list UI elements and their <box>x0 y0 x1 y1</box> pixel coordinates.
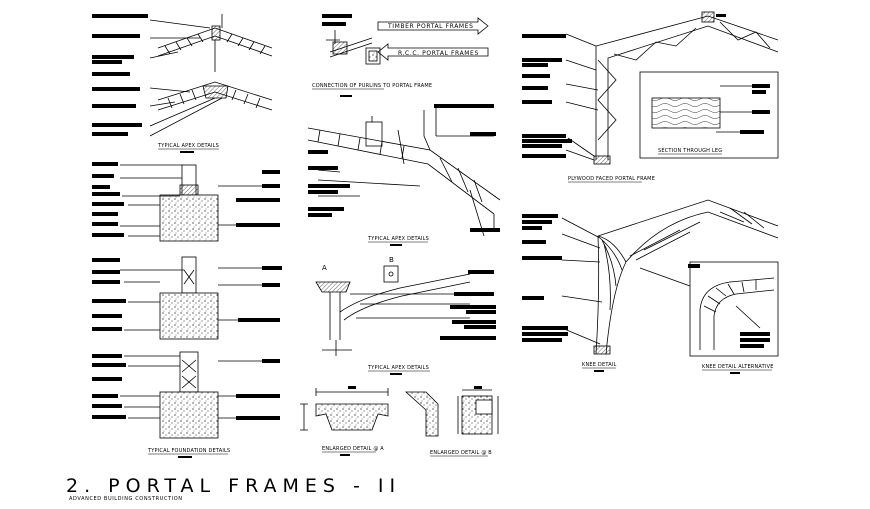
legend-arrows <box>377 17 489 61</box>
plywood-portal-frame-labels <box>522 14 770 158</box>
sheet-title: 2. PORTAL FRAMES - II <box>66 475 402 497</box>
caption-section-leg: SECTION THROUGH LEG <box>658 148 722 154</box>
caption-typical-apex-1: TYPICAL APEX DETAILS <box>157 143 219 149</box>
marker-a: A <box>322 264 327 272</box>
marker-b: B <box>389 256 394 264</box>
caption-plywood-frame: PLYWOOD FACED PORTAL FRAME <box>568 176 655 182</box>
apex-detail-1 <box>149 14 273 137</box>
sheet-subtitle: ADVANCED BUILDING CONSTRUCTION <box>69 496 183 502</box>
legend-timber-portal-frames: TIMBER PORTAL FRAMES <box>387 23 473 30</box>
apex-detail-2-labels <box>308 104 500 232</box>
apex-detail-3 <box>315 265 471 356</box>
caption-enlarged-a: ENLARGED DETAIL @ A <box>322 446 384 452</box>
plywood-portal-frame <box>565 11 779 165</box>
caption-connection-purlins: CONNECTION OF PURLINS TO PORTAL FRAME <box>312 83 432 89</box>
apex-detail-1-labels <box>92 14 148 136</box>
knee-detail <box>561 199 779 357</box>
caption-typical-apex-2: TYPICAL APEX DETAILS <box>367 236 429 242</box>
foundation-detail <box>120 164 262 439</box>
caption-enlarged-b: ENLARGED DETAIL @ B <box>430 450 492 456</box>
apex-detail-2 <box>307 108 501 237</box>
caption-typical-foundation: TYPICAL FOUNDATION DETAILS <box>147 448 230 454</box>
legend-rcc-portal-frames: R.C.C. PORTAL FRAMES <box>398 50 479 57</box>
caption-typical-apex-3: TYPICAL APEX DETAILS <box>367 365 429 371</box>
enlarged-detail-a <box>300 388 389 431</box>
caption-knee-alternative: KNEE DETAIL ALTERNATIVE <box>702 364 774 370</box>
purlin-connection-detail <box>326 30 381 65</box>
enlarged-detail-b <box>404 389 499 437</box>
foundation-detail-labels <box>92 162 282 420</box>
caption-knee-detail: KNEE DETAIL <box>582 362 616 368</box>
knee-detail-labels <box>522 214 770 348</box>
apex-detail-3-labels <box>440 270 496 340</box>
